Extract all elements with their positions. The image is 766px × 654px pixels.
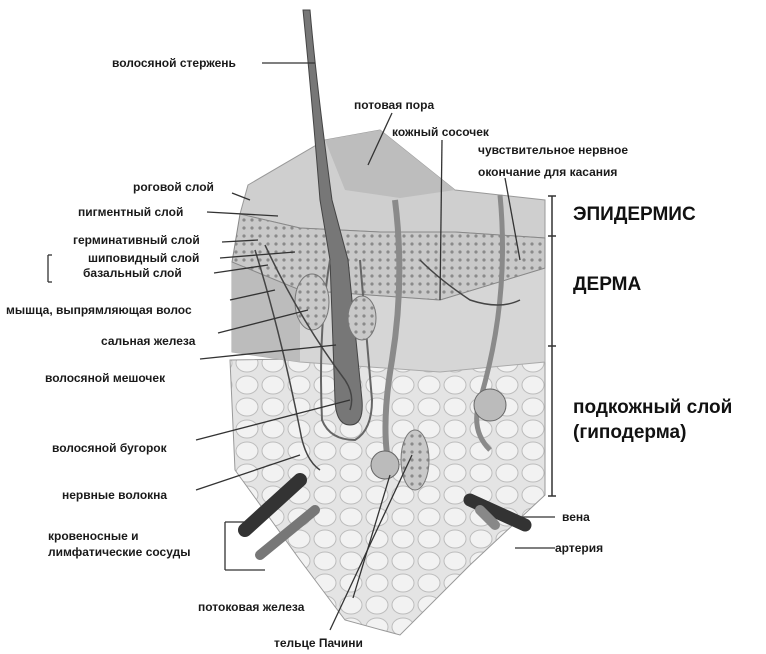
- label-basal-layer: базальный слой: [83, 266, 182, 280]
- label-sensory-ending-line2: окончание для касания: [478, 165, 617, 179]
- label-spinous-layer: шиповидный слой: [88, 251, 199, 265]
- label-vein: вена: [562, 510, 590, 524]
- label-arrector-muscle: мышца, выпрямляющая волос: [6, 303, 192, 317]
- label-sweat-pore: потовая пора: [354, 98, 434, 112]
- label-stratum-corneum: роговой слой: [133, 180, 214, 194]
- label-pigment-layer: пигментный слой: [78, 205, 183, 219]
- label-artery: артерия: [555, 541, 603, 555]
- label-dermal-papilla: кожный сосочек: [392, 125, 489, 139]
- layer-brackets: [548, 196, 556, 496]
- label-hair-follicle: волосяной мешочек: [45, 371, 165, 385]
- layer-hypodermis-line2: (гиподерма): [573, 422, 686, 444]
- label-vessels-line2: лимфатические сосуды: [48, 545, 190, 559]
- layer-epidermis: ЭПИДЕРМИС: [573, 204, 696, 226]
- label-vessels-line1: кровеносные и: [48, 529, 139, 543]
- label-hair-bulb: волосяной бугорок: [52, 441, 167, 455]
- label-hair-shaft: волосяной стержень: [112, 56, 236, 70]
- label-pacini: тельце Пачини: [274, 636, 363, 650]
- label-sensory-ending-line1: чувствительное нервное: [478, 143, 628, 157]
- label-germinative-layer: герминативный слой: [73, 233, 200, 247]
- label-sweat-gland: потоковая железа: [198, 600, 304, 614]
- layer-hypodermis-line1: подкожный слой: [573, 397, 732, 419]
- label-sebaceous-gland: сальная железа: [101, 334, 195, 348]
- layer-dermis: ДЕРМА: [573, 274, 641, 296]
- label-nerve-fibers: нервные волокна: [62, 488, 167, 502]
